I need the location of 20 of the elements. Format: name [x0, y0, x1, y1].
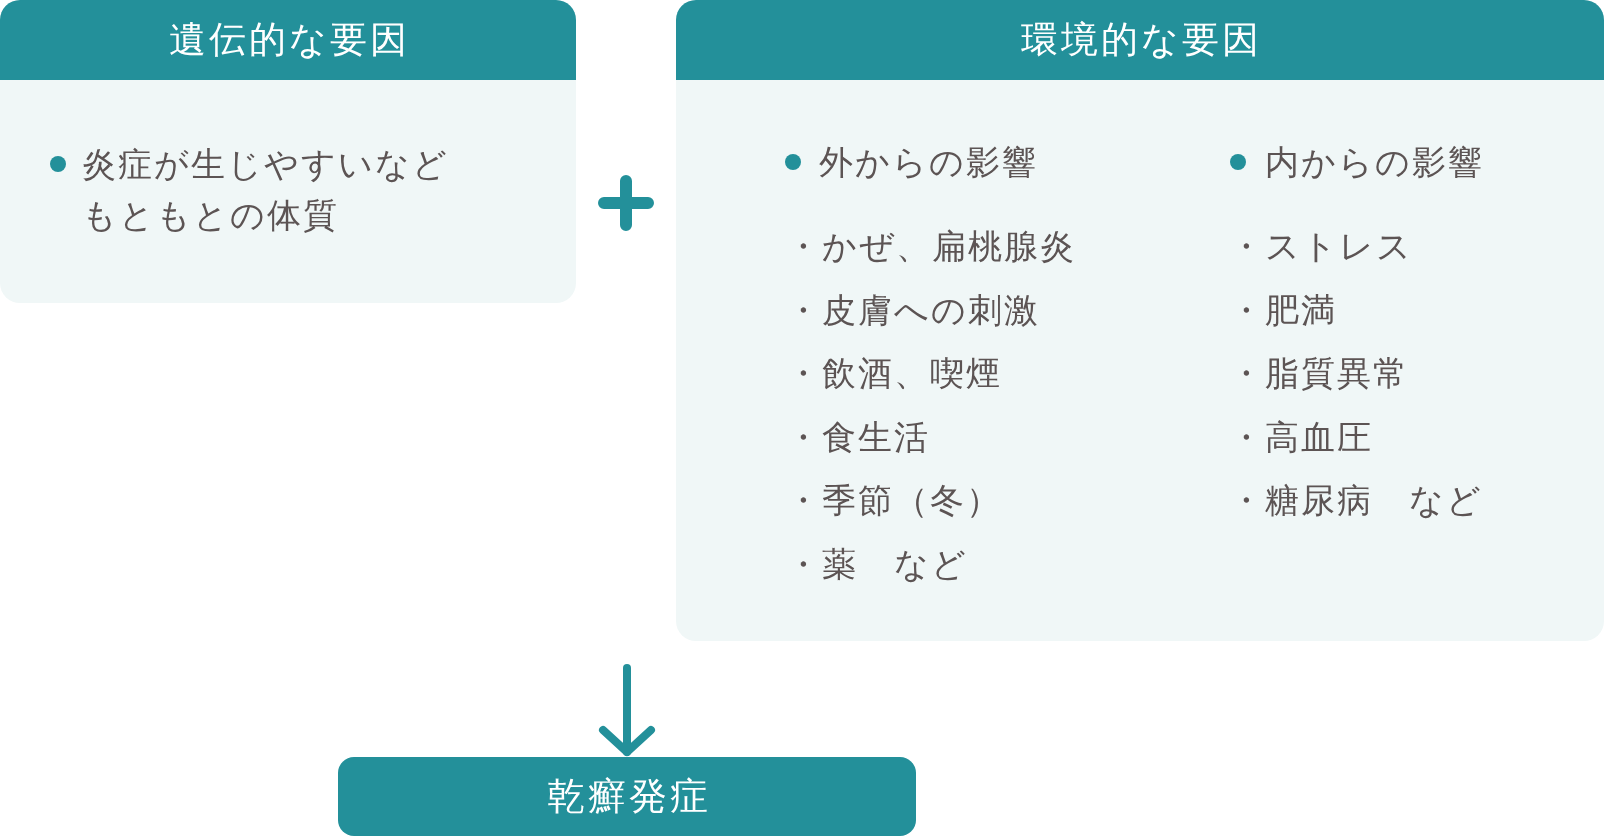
factor-card [676, 0, 1604, 641]
list-item: ・かぜ、扁桃腺炎 [786, 225, 1076, 268]
card-heading: 環境的な要因 [676, 0, 1604, 80]
list-item: ・糖尿病 など [1229, 479, 1483, 523]
factor-card [0, 0, 576, 303]
list-item: ・肥満 [1229, 288, 1337, 332]
list-item: ・食生活 [786, 415, 930, 459]
down-arrow [599, 664, 655, 756]
card-heading: 遺伝的な要因 [0, 0, 576, 80]
section-heading: 外からの影響 [819, 141, 1038, 184]
list-item: ・薬 など [786, 543, 968, 586]
bullet-text: 炎症が生じやすいなどもともとの体質 [82, 143, 450, 237]
list-item: ・ストレス [1229, 225, 1413, 268]
list-item: ・飲酒、喫煙 [786, 352, 1002, 396]
section-heading: 内からの影響 [1265, 141, 1484, 184]
list-item: ・季節（冬） [786, 479, 1002, 523]
result-box: 乾癬発症 [338, 757, 916, 836]
list-item: ・脂質異常 [1229, 352, 1409, 396]
list-item: ・高血圧 [1229, 415, 1373, 459]
list-item: ・皮膚への刺激 [786, 288, 1040, 332]
